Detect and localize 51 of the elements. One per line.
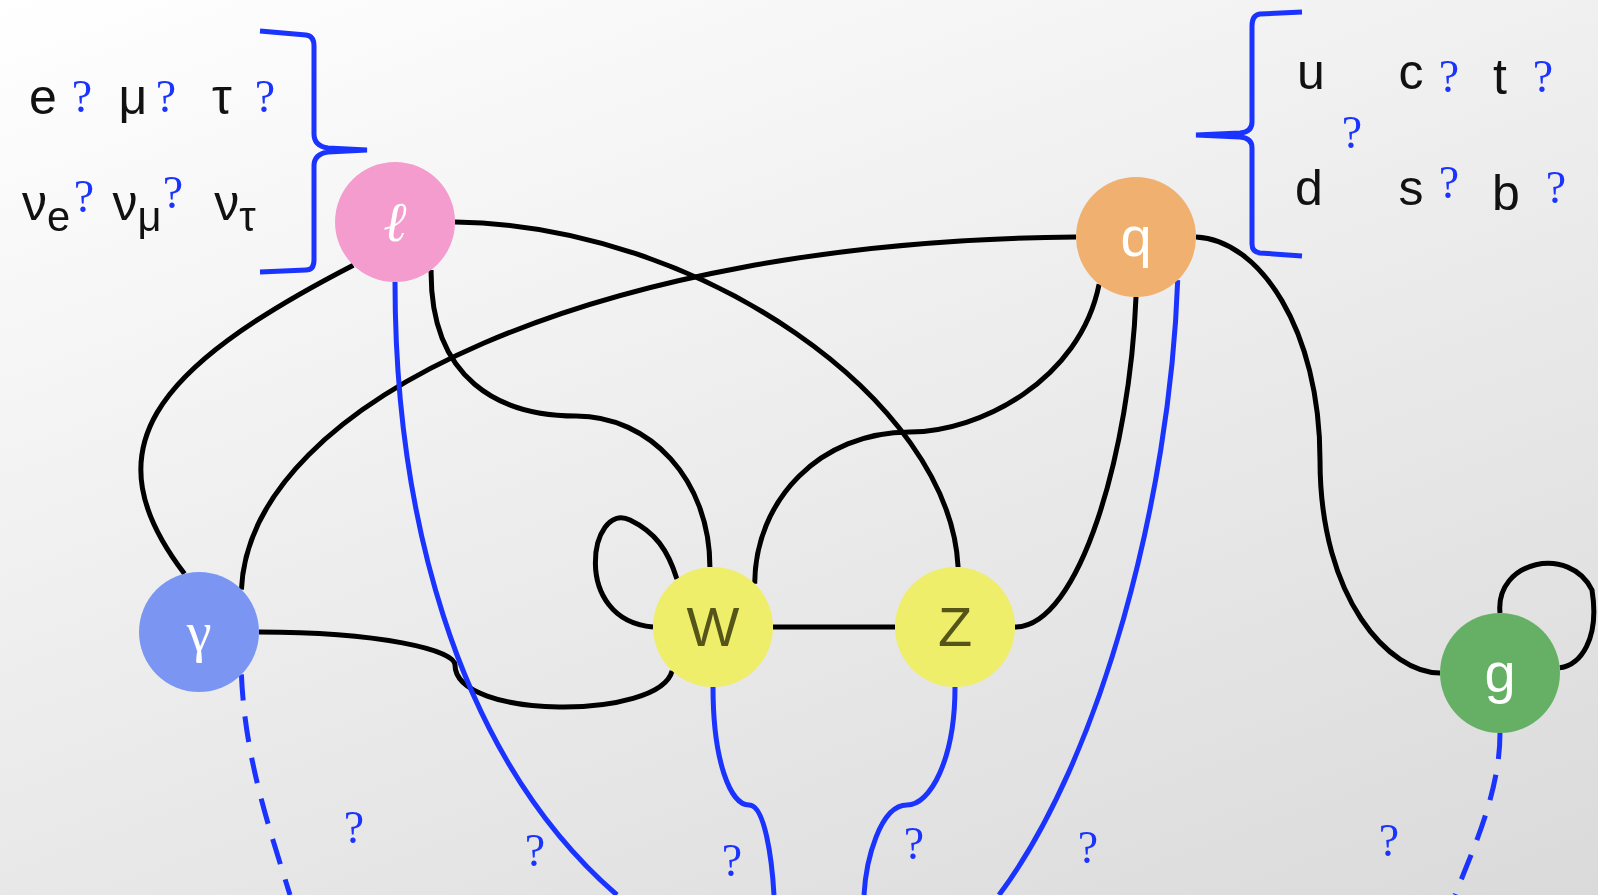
connector-line (592, 515, 680, 630)
particle-circle: W (653, 567, 773, 687)
particle-symbol: c (1398, 47, 1424, 97)
question-mark: ? (1545, 165, 1567, 211)
edge-label: ? (903, 821, 925, 867)
edge-label: ? (524, 828, 546, 874)
particle-circle: g (1440, 613, 1560, 733)
connector-line (454, 219, 961, 568)
particle-symbol: t (1493, 52, 1507, 102)
edge-label: ? (1077, 825, 1099, 871)
particle-symbol: ν$_{e}$ (21, 178, 71, 238)
connector-line (752, 283, 1102, 584)
question-mark: ? (1532, 54, 1554, 100)
connector-line (773, 624, 895, 630)
question-mark: ? (73, 174, 95, 220)
question-mark: ? (71, 74, 93, 120)
particle-symbol: b (1492, 168, 1520, 218)
question-mark: ? (1341, 110, 1363, 156)
connector-line (428, 269, 713, 568)
dashed-line (1452, 732, 1503, 895)
connector-line (1014, 296, 1139, 630)
connector-line (238, 234, 1077, 591)
particle-symbol: τ (212, 72, 232, 122)
particle-symbol: s (1398, 163, 1424, 213)
particle-circle: ℓ (335, 162, 455, 282)
edge-label: ? (343, 805, 365, 851)
particle-symbol: u (1297, 47, 1325, 97)
connector-line (1195, 234, 1441, 676)
particle-symbol: ν$_{μ}$ (112, 178, 162, 238)
connector-line (258, 629, 675, 710)
question-mark: ? (155, 74, 177, 120)
particle-symbol: e (29, 72, 57, 122)
particle-circle: Z (895, 567, 1015, 687)
particle-symbol: ν$_{τ}$ (214, 178, 256, 238)
connector-line (392, 281, 619, 895)
question-mark: ? (1438, 160, 1460, 206)
connector-line (138, 263, 355, 576)
connector-line (1497, 560, 1597, 671)
particle-circle: γ (139, 572, 259, 692)
question-mark: ? (254, 74, 276, 120)
connector-line (861, 686, 958, 895)
question-mark: ? (162, 170, 184, 216)
dashed-line (238, 674, 293, 895)
edge-label: ? (1378, 818, 1400, 864)
edge-label: ? (721, 838, 743, 884)
connector-line (710, 686, 777, 895)
particle-circle: q (1076, 177, 1196, 297)
particle-symbol: d (1295, 163, 1323, 213)
question-mark: ? (1438, 54, 1460, 100)
connector-line (996, 280, 1181, 895)
particle-symbol: μ (118, 72, 148, 122)
